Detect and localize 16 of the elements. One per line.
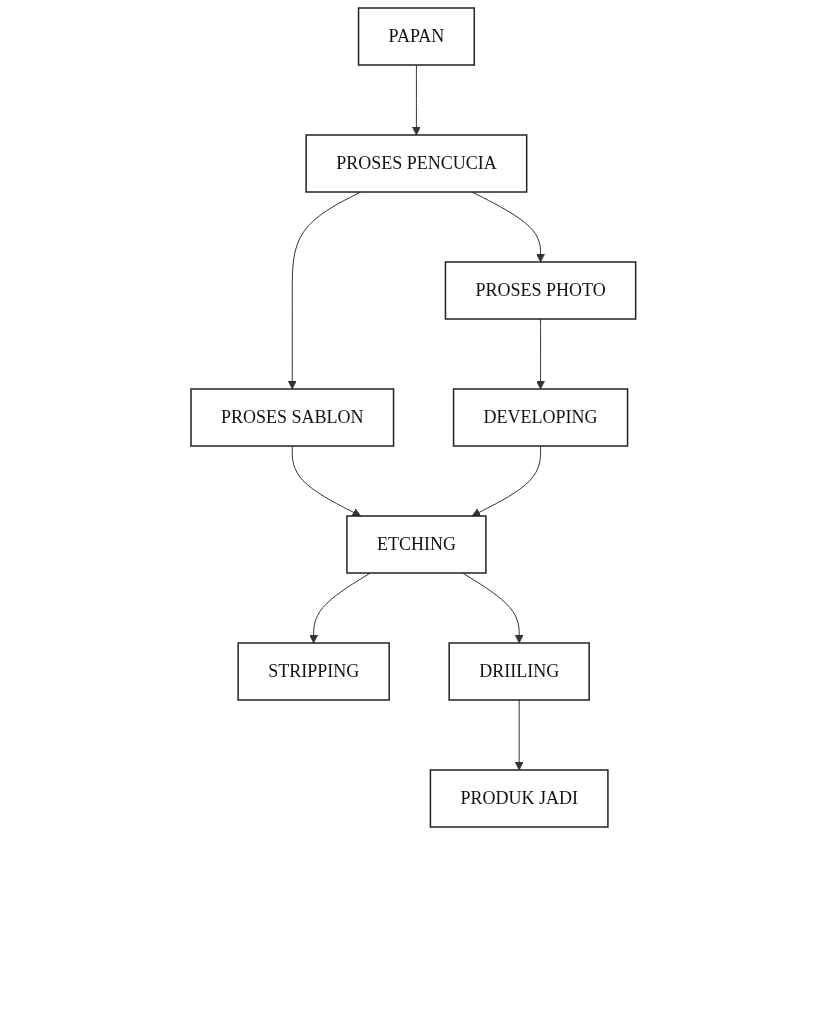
node-box: PROSES SABLON <box>189 388 394 447</box>
node-box: DRIILING <box>448 642 590 701</box>
arrow <box>471 445 541 517</box>
node-box: STRIPPING <box>237 642 390 701</box>
arrow <box>411 64 421 136</box>
arrow <box>291 445 361 517</box>
arrow <box>514 699 524 771</box>
node-box: PROSES PENCUCIA <box>305 134 528 193</box>
node-box: DEVELOPING <box>452 388 628 447</box>
node-box: PRODUK JADI <box>429 769 609 828</box>
node-box: ETCHING <box>345 515 487 574</box>
node-box: PAPAN <box>357 7 475 66</box>
arrow <box>308 572 371 644</box>
arrow <box>535 318 545 390</box>
arrow <box>287 191 361 390</box>
node-box: PROSES PHOTO <box>444 261 637 320</box>
